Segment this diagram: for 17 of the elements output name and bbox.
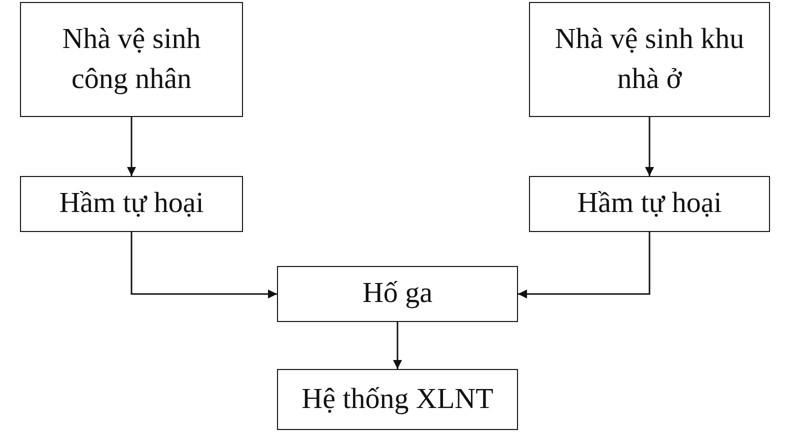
process-box <box>277 369 518 430</box>
box-label: Hầm tự hoại <box>577 186 722 222</box>
box-label: Hố ga <box>362 276 433 312</box>
box-label: Nhà vệ sinh công nhân <box>61 22 202 96</box>
arrow <box>518 232 650 298</box>
process-box <box>20 2 243 117</box>
box-label: Hệ thống XLNT <box>302 382 494 417</box>
process-box <box>20 176 243 232</box>
arrow <box>393 322 402 369</box>
box-label: Nhà vệ sinh khu nhà ở <box>554 22 746 96</box>
arrow <box>645 117 654 176</box>
box-label: Hầm tự hoại <box>59 186 204 222</box>
arrow <box>127 117 136 176</box>
arrow <box>130 232 277 298</box>
process-box <box>529 176 770 232</box>
process-box <box>277 266 518 322</box>
process-box <box>529 2 770 117</box>
